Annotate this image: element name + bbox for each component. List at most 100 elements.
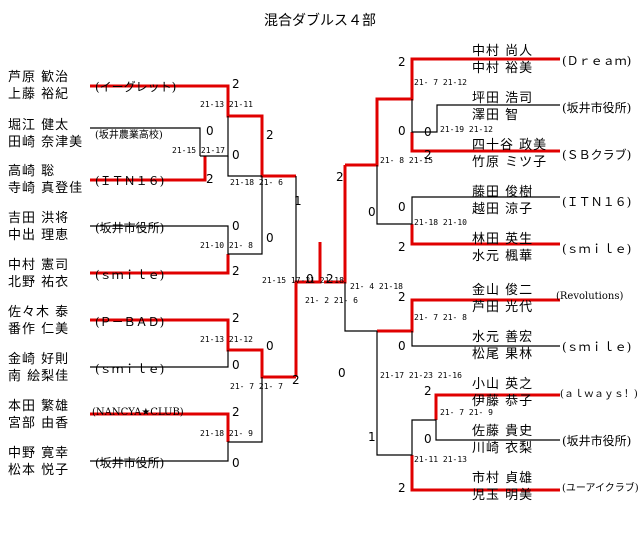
match-score: 21- 8 21-15 <box>380 156 433 165</box>
team-entry: 吉田 洪将中出 理恵 <box>8 211 70 243</box>
match-score: 21-18 21- 9 <box>200 429 253 438</box>
match-score: 21-18 21- 6 <box>230 178 283 187</box>
win-line <box>377 298 560 333</box>
match-score: 21-11 21-13 <box>414 455 467 464</box>
club-label: (ｓｍｉｌｅ) <box>562 242 632 256</box>
match-score: 21- 7 21- 7 <box>230 382 283 391</box>
club-label: (NANCYA★CLUB) <box>92 407 184 418</box>
team-entry: 芦原 歓治上藤 裕紀 <box>8 70 70 102</box>
line <box>227 156 262 177</box>
win-line <box>90 254 230 275</box>
team-entry: 中村 憲司北野 祐衣 <box>8 258 70 290</box>
game-count: 0 <box>206 124 214 138</box>
game-count: 0 <box>338 366 346 380</box>
game-count: 2 <box>336 170 344 184</box>
win-line <box>434 393 560 420</box>
win-line <box>410 224 560 246</box>
match-score: 21-15 21-17 <box>172 146 225 155</box>
win-line <box>90 412 230 442</box>
win-line <box>90 156 207 182</box>
win-line <box>410 132 560 153</box>
game-count: 2 <box>206 172 214 186</box>
club-label: (坂井農業高校) <box>95 130 163 141</box>
club-label: (ｓｍｉｌｅ) <box>562 340 632 354</box>
team-entry: 金崎 好則南 絵梨佳 <box>8 352 70 384</box>
match-score: 21-10 21- 8 <box>200 241 253 250</box>
club-label: (ＩＴＮ１６) <box>562 195 632 209</box>
game-count: 0 <box>368 205 376 219</box>
team-entry: 中村 尚人中村 裕美 <box>472 44 534 76</box>
game-count: 2 <box>232 77 240 91</box>
team-entry: 坪田 浩司澤田 智 <box>472 91 534 123</box>
page-title: 混合ダブルス４部 <box>264 13 376 29</box>
club-label: (ｓｍｉｌｅ) <box>95 362 165 376</box>
game-count: 2 <box>232 311 240 325</box>
game-count: 0 <box>232 456 240 470</box>
game-count: 1 <box>294 194 302 208</box>
win-line <box>345 57 560 167</box>
club-label: (Revolutions) <box>556 291 624 302</box>
line <box>411 99 560 133</box>
game-count: 0 <box>424 125 432 139</box>
match-score: 21-19 21-12 <box>440 125 493 134</box>
match-score: 21-13 21-12 <box>200 335 253 344</box>
line <box>344 282 377 332</box>
game-count: 0 <box>232 219 240 233</box>
game-count: 2 <box>398 240 406 254</box>
match-score: 21- 7 21-12 <box>414 78 467 87</box>
win-line <box>294 242 322 377</box>
team-entry: 林田 英生水元 楓華 <box>472 232 534 264</box>
team-entry: 藤田 俊樹越田 涼子 <box>472 185 534 217</box>
game-count: 2 <box>292 373 300 387</box>
game-count: 1 <box>368 430 376 444</box>
match-score: 21-13 21-11 <box>200 100 253 109</box>
line <box>376 331 560 456</box>
team-entry: 佐々木 泰番作 仁美 <box>8 305 70 337</box>
club-label: (ａｌｗａｙｓ！) <box>560 389 638 400</box>
line <box>90 350 229 368</box>
line <box>90 176 263 255</box>
win-line <box>410 455 560 492</box>
game-count: 2 <box>424 384 432 398</box>
game-count: 2 <box>232 405 240 419</box>
match-score: 21-15 17-21 21-18 <box>262 276 344 285</box>
team-entry: 本田 繁雄宮部 由香 <box>8 399 70 431</box>
game-count: 0 <box>232 358 240 372</box>
club-label: (ＩＴＮ１６) <box>95 174 165 188</box>
team-entry: 市村 貞雄児玉 明美 <box>472 471 534 503</box>
match-score: 21-17 21-23 21-16 <box>380 371 462 380</box>
club-label: (坂井市役所) <box>95 456 165 470</box>
club-label: (坂井市役所) <box>95 221 165 235</box>
team-entry: 中野 寛幸松本 悦子 <box>8 446 70 478</box>
game-count: 2 <box>232 264 240 278</box>
game-count: 0 <box>398 339 406 353</box>
line <box>90 127 201 156</box>
line <box>376 165 560 225</box>
team-entry: 金山 俊二芦田 光代 <box>472 283 534 315</box>
club-label: (ＳＢクラブ) <box>562 148 632 162</box>
game-count: 0 <box>232 148 240 162</box>
club-label: (ｓｍｉｌｅ) <box>95 268 165 282</box>
line <box>90 377 263 462</box>
game-count: 2 <box>266 128 274 142</box>
win-line <box>90 318 296 379</box>
team-entry: 佐藤 貴史川崎 衣梨 <box>472 424 534 456</box>
club-label: (ユーアイクラブ) <box>562 483 639 494</box>
team-entry: 堀江 健太田崎 奈津美 <box>8 118 84 150</box>
game-count: 0 <box>266 231 274 245</box>
match-score: 21-18 21-10 <box>414 218 467 227</box>
game-count: 0 <box>398 200 406 214</box>
game-count: 2 <box>398 290 406 304</box>
match-score: 21- 2 21- 6 <box>305 296 358 305</box>
game-count: 2 <box>326 272 334 286</box>
game-count: 0 <box>306 272 314 286</box>
club-label: (Ｄｒｅａｍ) <box>562 54 632 68</box>
team-entry: 水元 善宏松尾 果林 <box>472 330 534 362</box>
team-entry: 小山 英之伊藤 恭子 <box>472 377 534 409</box>
game-count: 0 <box>424 432 432 446</box>
club-label: (坂井市役所) <box>562 101 632 115</box>
game-count: 0 <box>266 339 274 353</box>
game-count: 2 <box>424 148 432 162</box>
line <box>411 331 560 347</box>
